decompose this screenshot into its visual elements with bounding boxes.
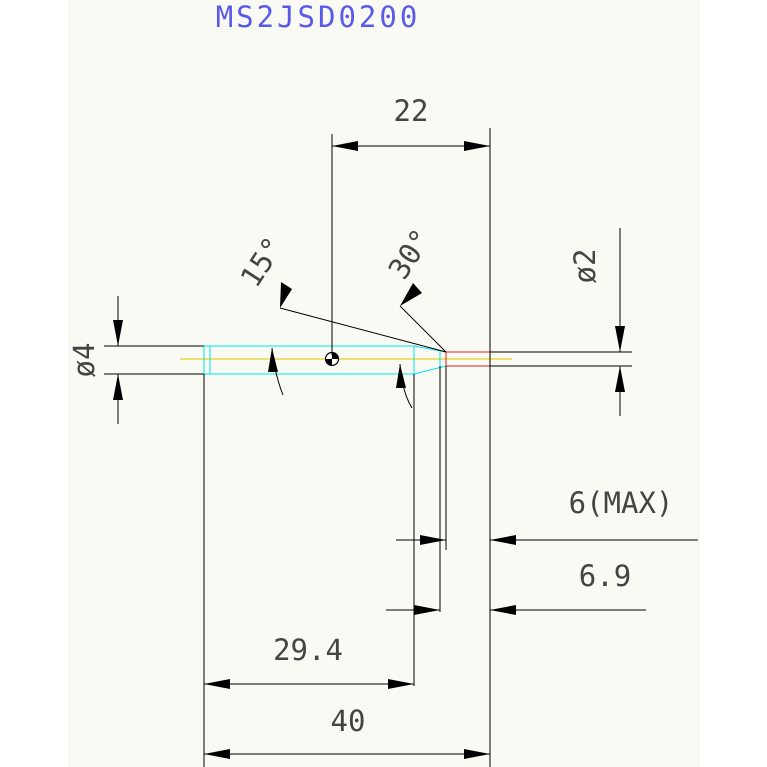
arrow-icon [414, 605, 440, 615]
dimension-22: 22 [394, 94, 429, 128]
tool-tip [445, 351, 490, 367]
arrow-icon [464, 141, 490, 151]
arrow-icon [400, 283, 422, 306]
arrow-icon [113, 320, 123, 346]
arrow-icon [396, 364, 406, 388]
dimension-diameter-4: ø4 [67, 343, 101, 378]
arrow-icon [332, 141, 358, 151]
dimension-6-9: 6.9 [579, 559, 631, 593]
drawing-title: MS2JSD0200 [216, 0, 421, 34]
arrow-icon [204, 679, 230, 689]
center-mark-icon [324, 351, 340, 367]
drawing-sheet [68, 0, 700, 767]
arrow-icon [490, 605, 516, 615]
arrow-icon [268, 348, 278, 372]
dimension-6-max: 6(MAX) [569, 486, 674, 520]
arrow-icon [113, 374, 123, 400]
arrow-icon [280, 282, 292, 308]
dimension-arrows [113, 141, 625, 759]
arrow-icon [204, 749, 230, 759]
dimension-40: 40 [331, 704, 366, 738]
arrow-icon [615, 366, 625, 392]
arrow-icon [615, 326, 625, 352]
arrow-icon [388, 679, 414, 689]
dimension-29-4: 29.4 [273, 633, 343, 667]
dimension-diameter-2: ø2 [568, 249, 602, 284]
arrow-icon [490, 535, 516, 545]
arrow-icon [420, 535, 446, 545]
arrow-icon [464, 749, 490, 759]
